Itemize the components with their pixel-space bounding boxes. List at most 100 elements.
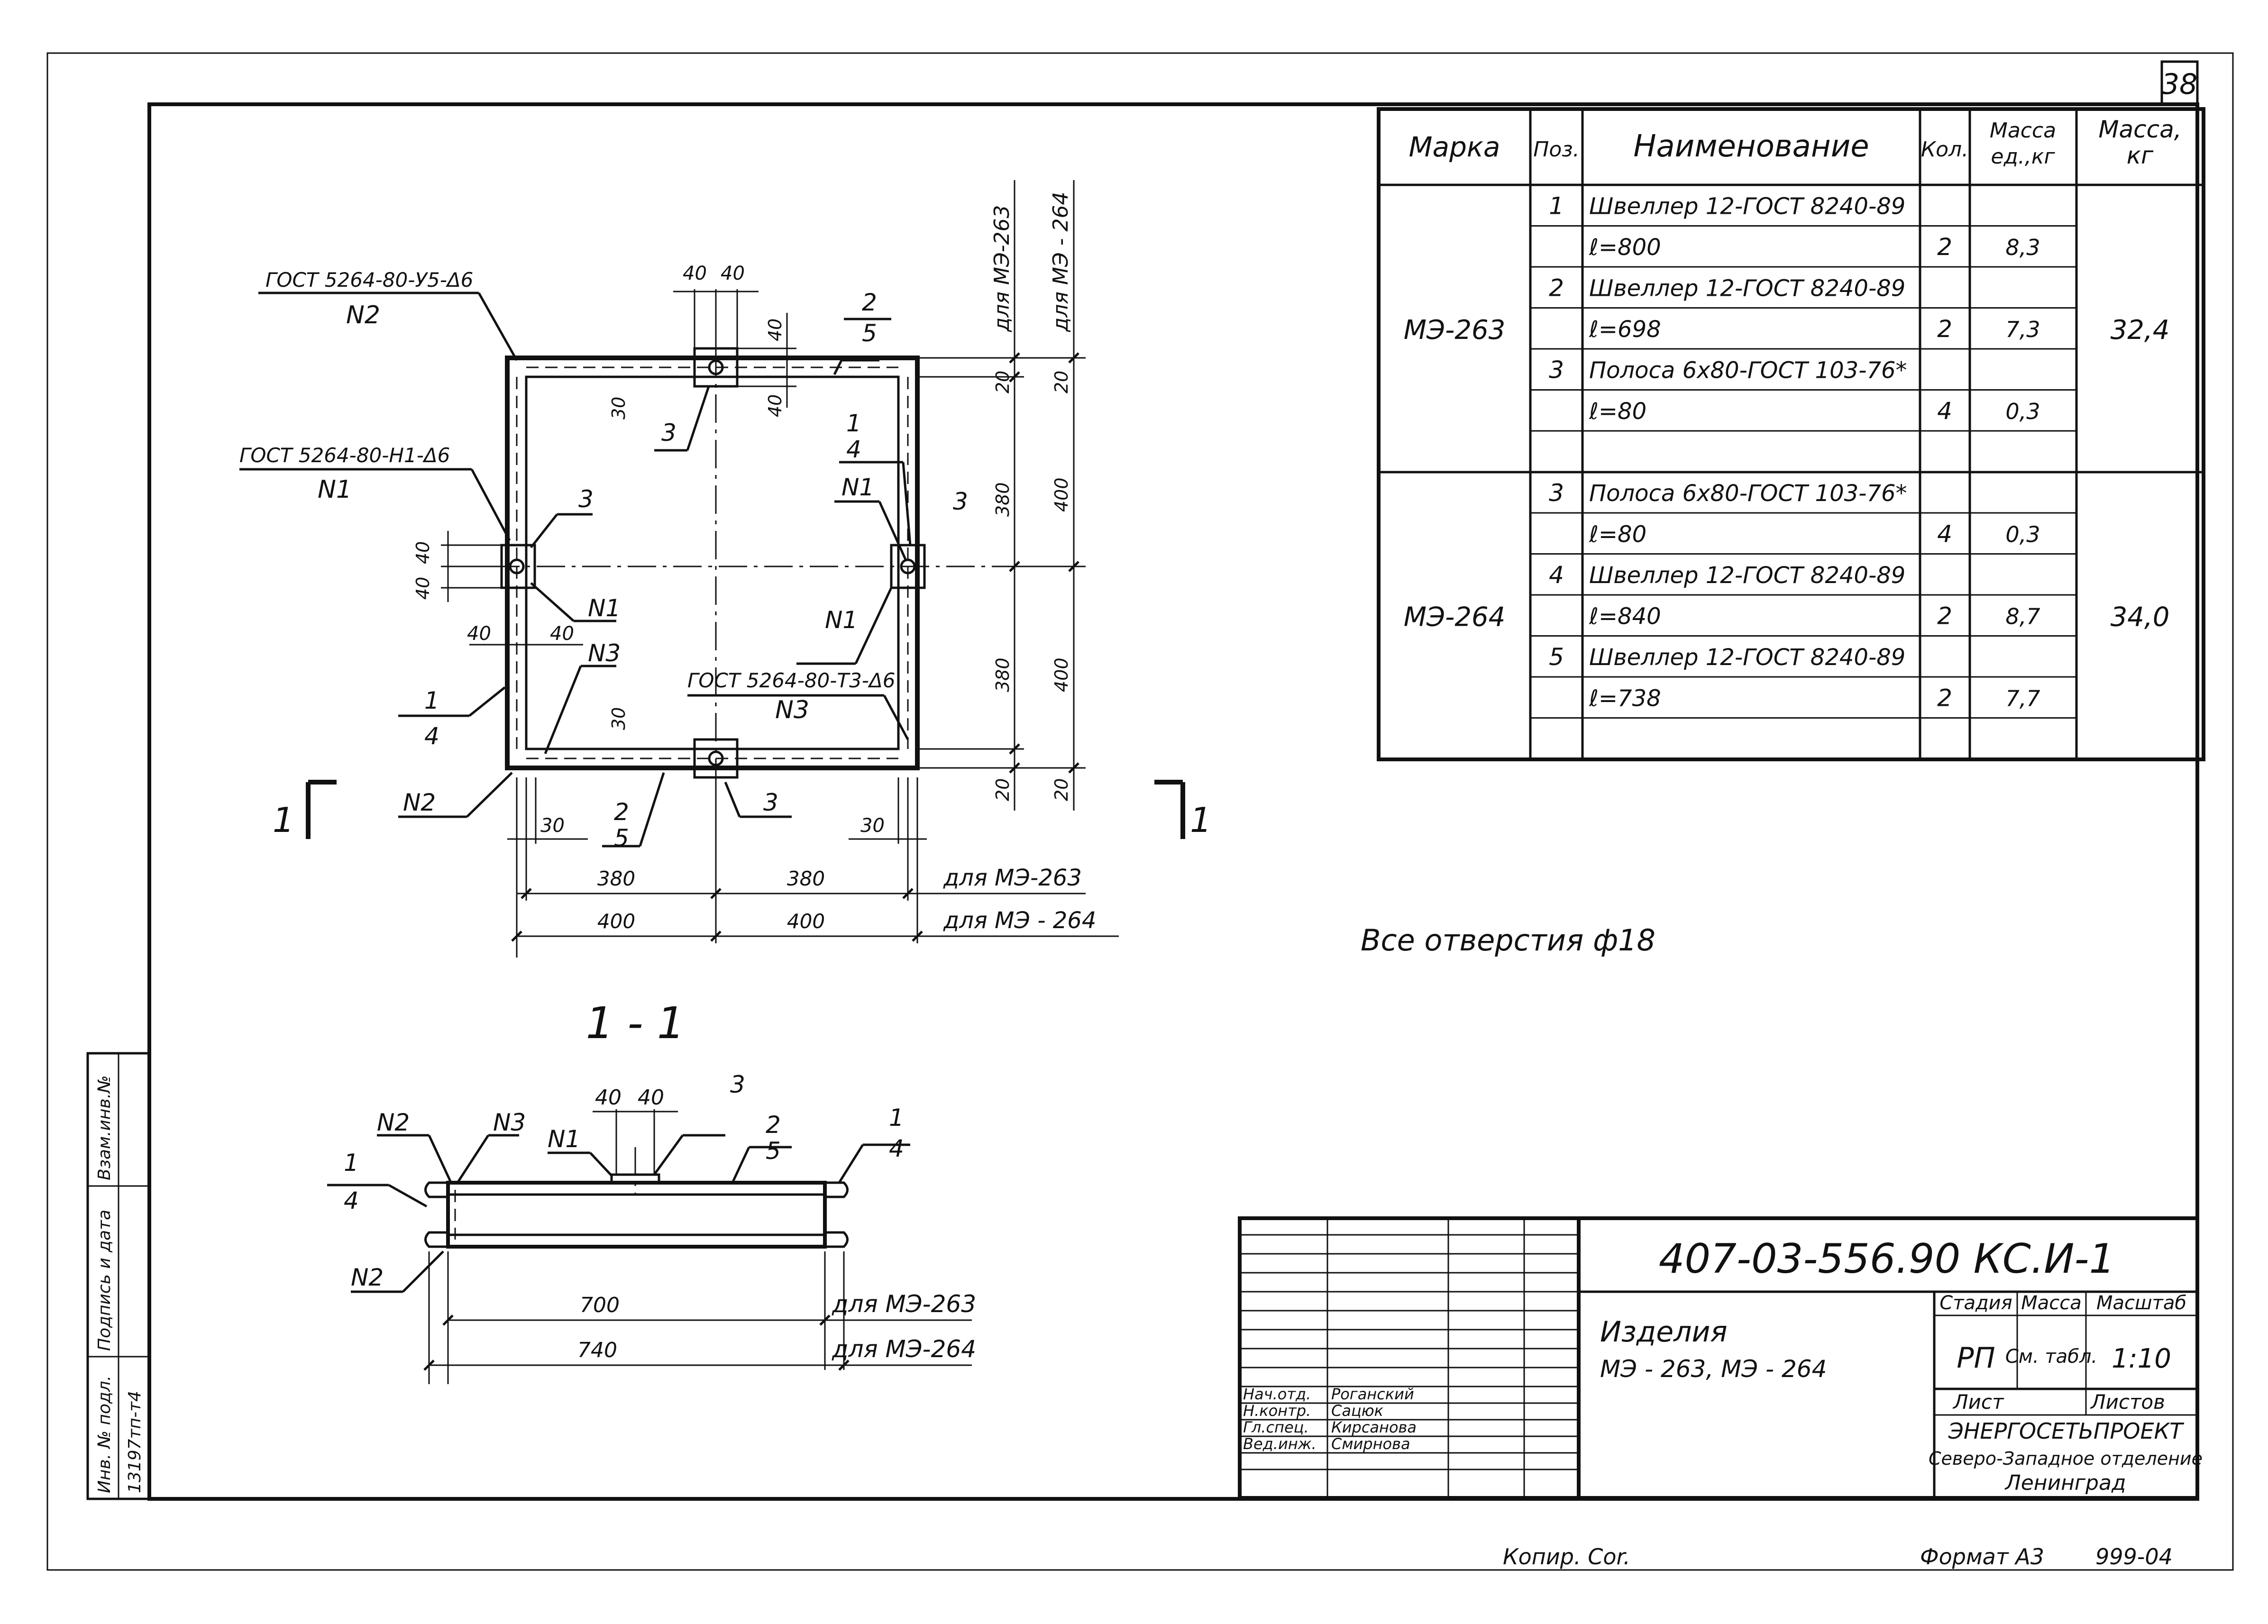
staff-name: Смирнова (1331, 1435, 1410, 1453)
staff-name: Роганский (1331, 1385, 1414, 1403)
spec-row-qty: 4 (1937, 520, 1952, 547)
section-dim-40-right: 40 (638, 1086, 664, 1110)
section-dim-700: 700 (580, 1293, 620, 1317)
spec-row-name: Швеллер 12-ГОСТ 8240-89 (1589, 193, 1905, 219)
header-total-mass: Масса, (2098, 116, 2181, 143)
weld-note-left: ГОСТ 5264-80-Н1-Δ6 (239, 444, 450, 467)
spec-row-name: ℓ=80 (1589, 521, 1646, 547)
callout-n2-bottom-left: N2 (403, 789, 436, 816)
spec-row-unit-mass: 0,3 (2005, 399, 2040, 424)
weld-note-bottom: ГОСТ 5264-80-Т3-Δ6 (687, 669, 895, 692)
dim-40-left-lower: 40 (412, 577, 433, 600)
section-dim-740: 740 (577, 1338, 617, 1362)
scale-value: 1:10 (2112, 1343, 2171, 1374)
staff-name: Кирсанова (1331, 1418, 1417, 1436)
dim-400-left: 400 (597, 910, 635, 933)
spec-row-unit-mass: 7,3 (2005, 317, 2040, 342)
callout-pos5-top: 5 (862, 319, 877, 347)
spec-row-lines (1530, 225, 2076, 719)
section-for-263: для МЭ-263 (832, 1290, 976, 1318)
dim-for-264-vertical: для МЭ - 264 (1049, 192, 1073, 332)
margin-label-signature: Подпись и дата (95, 1210, 114, 1351)
scale-label: Масштаб (2096, 1292, 2186, 1314)
spec-row-pos: 3 (1549, 479, 1564, 507)
plan-right-dims (917, 180, 1086, 811)
spec-row-name: Полоса 6х80-ГОСТ 103-76* (1589, 480, 1907, 507)
staff-name: Сацюк (1331, 1402, 1384, 1420)
plan-view: для МЭ-263 для МЭ - 264 20 20 380 400 38… (239, 180, 1212, 958)
section-channel (424, 1147, 849, 1249)
section-tag-n3: N3 (493, 1109, 526, 1136)
spec-row-pos: 1 (1549, 192, 1564, 219)
plan-bottom-dims (507, 777, 1119, 958)
dim-40-horiz-right: 40 (550, 623, 574, 645)
section-for-264: для МЭ-264 (832, 1335, 976, 1363)
section-tag-n1: N1 (548, 1125, 580, 1153)
dim-for-264-horizontal: для МЭ - 264 (943, 907, 1096, 934)
callout-pos4-right: 4 (846, 436, 861, 463)
section-pos2: 2 (766, 1111, 781, 1139)
format-note: Формат А3 (1920, 1544, 2044, 1569)
spec-row-name: Швеллер 12-ГОСТ 8240-89 (1589, 275, 1905, 301)
dim-400-lower: 400 (1051, 657, 1072, 692)
header-unit-mass: Масса (1990, 119, 2056, 143)
callout-n1-right-upper: N1 (841, 474, 874, 501)
section-leaders (327, 1134, 910, 1293)
section-pos1-left: 1 (344, 1149, 359, 1177)
callout-pos4-left: 4 (424, 722, 439, 750)
mass-value: См. табл. (2005, 1346, 2097, 1368)
dim-400-right: 400 (787, 910, 825, 933)
plan-frame-channels (505, 356, 920, 770)
spec-row-name: Полоса 6х80-ГОСТ 103-76* (1589, 357, 1907, 383)
document-code: 407-03-556.90 КС.И-1 (1659, 1235, 2115, 1283)
stamp-number: 999-04 (2095, 1544, 2173, 1569)
section-pos4-left: 4 (344, 1187, 359, 1214)
spec-row-name: ℓ=80 (1589, 398, 1646, 425)
dim-20-top-264: 20 (1051, 371, 1072, 393)
spec-group-total: 32,4 (2111, 315, 2170, 346)
sheet-label: Лист (1952, 1390, 2004, 1414)
dim-20-bottom-263: 20 (992, 778, 1013, 801)
weld-tag-top-left: N2 (346, 301, 380, 329)
product-marks: МЭ - 263, МЭ - 264 (1600, 1355, 1827, 1383)
section-pos4-right: 4 (889, 1135, 904, 1162)
stage-label: Стадия (1939, 1292, 2012, 1314)
header-qty: Кол. (1921, 137, 1968, 162)
header-unit-mass-line: ед.,кг (1991, 145, 2055, 169)
title-block (1238, 1216, 2199, 1500)
org-city: Ленинград (2004, 1471, 2126, 1495)
callout-pos2-bottom: 2 (614, 798, 629, 826)
spec-group-total: 34,0 (2111, 602, 2170, 632)
callout-pos1-right: 1 (846, 410, 861, 437)
section-dims (423, 1109, 972, 1384)
sheet-number: 38 (2161, 68, 2197, 101)
header-total-mass-line: кг (2127, 142, 2154, 169)
dim-40-left-upper: 40 (412, 541, 433, 564)
dim-30-bottom-right: 30 (860, 815, 885, 837)
dim-40-top-right: 40 (721, 263, 745, 284)
staff-role: Вед.инж. (1243, 1435, 1317, 1453)
callout-pos1-left: 1 (424, 687, 439, 714)
spec-row-pos: 2 (1549, 274, 1564, 301)
callout-pos3-bottom: 3 (763, 789, 778, 816)
spec-row-qty: 2 (1937, 602, 1952, 630)
inventory-number: 13197тп-т4 (125, 1391, 145, 1493)
callout-pos2-top-num: 2 (862, 289, 877, 316)
dim-380-upper: 380 (992, 482, 1013, 517)
org-branch: Северо-Западное отделение (1929, 1448, 2203, 1469)
spec-row-name: ℓ=840 (1589, 603, 1661, 630)
spec-row-qty: 2 (1937, 315, 1952, 343)
spec-row-pos: 4 (1549, 561, 1564, 589)
section-pos1-right: 1 (889, 1104, 904, 1131)
staff-rows: Нач.отд.РоганскийН.контр.СацюкГл.спец.Ки… (1243, 1385, 1417, 1453)
dim-for-263-vertical: для МЭ-263 (990, 205, 1014, 332)
dim-20-top-263: 20 (992, 371, 1013, 393)
spec-row-unit-mass: 8,7 (2005, 603, 2040, 629)
callout-pos3-left: 3 (578, 485, 594, 513)
spec-row-pos: 5 (1549, 643, 1564, 671)
spec-row-name: ℓ=800 (1589, 234, 1661, 261)
callout-n1-right-lower: N1 (825, 606, 858, 634)
spec-row-name: ℓ=738 (1589, 685, 1661, 712)
section-cut-marks (306, 780, 1185, 839)
